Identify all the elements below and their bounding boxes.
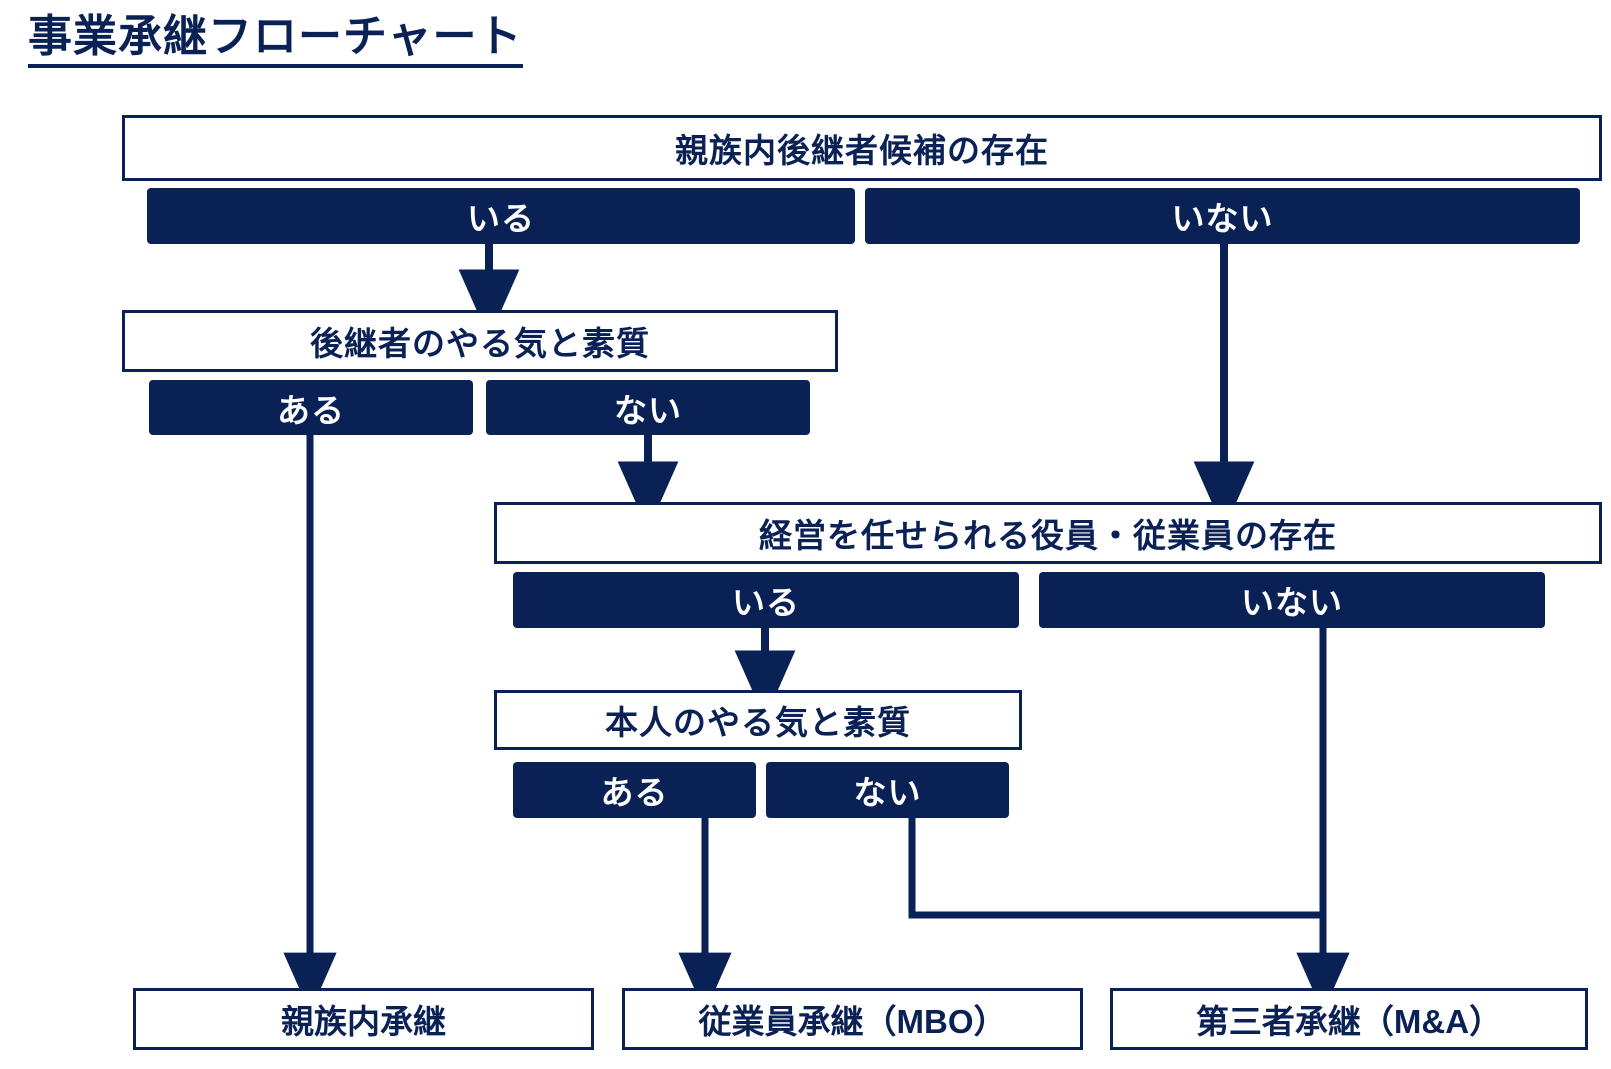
question-label-q2: 後継者のやる気と素質 [310, 325, 650, 362]
answer-box-q3-yes[interactable]: いる [513, 572, 1019, 628]
question-label-q4: 本人のやる気と素質 [605, 704, 911, 741]
answer-label-q4-no: ない [853, 774, 922, 811]
answer-label-q1-yes: いる [467, 200, 535, 237]
outcome-box-family-succession[interactable]: 親族内承継 [133, 988, 594, 1050]
answer-box-q3-no[interactable]: いない [1039, 572, 1545, 628]
question-label-q1: 親族内後継者候補の存在 [675, 132, 1049, 169]
page-title: 事業承継フローチャート [28, 13, 523, 69]
answer-label-q4-yes: ある [600, 774, 669, 811]
question-label-q3: 経営を任せられる役員・従業員の存在 [759, 517, 1337, 554]
outcome-box-third-party-succession[interactable]: 第三者承継（M&A） [1110, 988, 1588, 1050]
edge-q4no-out3 [908, 818, 1323, 919]
outcome-label-family-succession: 親族内承継 [281, 1003, 446, 1040]
answer-box-q1-no[interactable]: いない [865, 188, 1580, 244]
outcome-label-employee-succession: 従業員承継（MBO） [698, 1003, 1007, 1040]
question-box-q1[interactable]: 親族内後継者候補の存在 [122, 115, 1602, 181]
question-box-q2[interactable]: 後継者のやる気と素質 [122, 310, 838, 372]
answer-label-q3-yes: いる [732, 584, 800, 621]
question-box-q4[interactable]: 本人のやる気と素質 [494, 690, 1022, 750]
answer-label-q2-no: ない [614, 391, 682, 429]
answer-label-q2-yes: ある [277, 391, 345, 429]
answer-box-q2-yes[interactable]: ある [149, 380, 473, 435]
answer-box-q4-no[interactable]: ない [766, 762, 1009, 818]
answer-box-q4-yes[interactable]: ある [513, 762, 756, 818]
question-box-q3[interactable]: 経営を任せられる役員・従業員の存在 [494, 502, 1602, 564]
answer-label-q3-no: いない [1241, 584, 1343, 621]
outcome-label-third-party-succession: 第三者承継（M&A） [1195, 1003, 1503, 1040]
outcome-box-employee-succession[interactable]: 従業員承継（MBO） [622, 988, 1083, 1050]
answer-label-q1-no: いない [1171, 200, 1274, 237]
answer-box-q1-yes[interactable]: いる [147, 188, 855, 244]
answer-box-q2-no[interactable]: ない [486, 380, 810, 435]
